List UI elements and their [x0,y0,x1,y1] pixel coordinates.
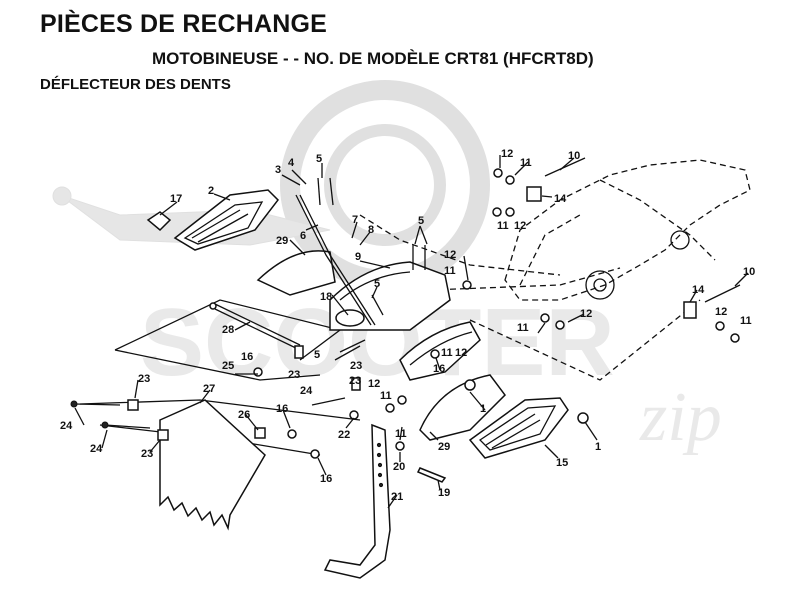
callout-23: 23 [141,448,153,460]
callout-14: 14 [554,193,567,205]
part-wing-nut [146,211,172,232]
callout-12: 12 [455,347,467,359]
callout-11: 11 [380,390,392,402]
ref-line-a [359,214,561,276]
callout-29: 29 [438,441,450,453]
callout-24: 24 [90,443,103,455]
callout-24: 24 [300,385,313,397]
callout-5: 5 [316,153,322,165]
callout-11: 11 [517,322,529,334]
part-hitch-bracket [323,423,391,579]
ref-line-d [114,299,342,361]
callout-10: 10 [568,150,580,162]
callout-12: 12 [501,148,513,160]
callout-5: 5 [418,215,424,227]
callout-14: 14 [692,284,705,296]
callout-23: 23 [138,373,150,385]
part-tine-shield [329,261,451,331]
callout-26: 26 [238,409,250,421]
callout-6: 6 [300,230,306,242]
part-right-shield [468,397,569,459]
callout-16: 16 [276,403,288,415]
part-pin [416,467,447,483]
callout-12: 12 [580,308,592,320]
callout-16: 16 [320,473,332,485]
ref-line-e [114,349,321,381]
callout-11: 11 [740,315,752,327]
callout-11: 11 [497,220,509,232]
part-deflector-bottom [419,374,506,441]
callout-25: 25 [222,360,234,372]
callout-labels: 12 11 10 14 11 12 3 4 5 2 17 6 7 8 5 29 … [60,148,755,503]
model-subtitle: MOTOBINEUSE - - NO. DE MODÈLE CRT81 (HFC… [152,49,594,68]
watermark-dot [52,186,72,206]
part-transmission-housing [504,159,751,301]
callout-5: 5 [314,349,320,361]
section-title: DÉFLECTEUR DES DENTS [40,76,231,93]
callout-16: 16 [433,363,445,375]
callout-4: 4 [288,157,295,169]
ref-line-f [79,399,361,421]
callout-3: 3 [275,164,281,176]
callout-18: 18 [320,291,332,303]
callout-24: 24 [60,420,73,432]
watermark-script: zip [639,379,722,456]
callout-23: 23 [288,369,300,381]
callout-9: 9 [355,251,361,263]
callout-5: 5 [374,278,380,290]
callout-11: 11 [520,157,532,169]
callout-12: 12 [368,378,380,390]
callout-12: 12 [514,220,526,232]
callout-11: 11 [395,428,407,440]
callout-16: 16 [241,351,253,363]
callout-17: 17 [170,193,182,205]
bracket-14a [526,186,542,202]
callout-15: 15 [556,457,568,469]
callout-28: 28 [222,324,234,336]
bracket-14b [683,301,697,319]
ref-line-b [429,267,621,291]
callout-11: 11 [441,347,453,359]
callout-23: 23 [350,360,362,372]
callout-7: 7 [352,214,358,226]
callout-8: 8 [368,224,374,236]
callout-29: 29 [276,235,288,247]
callout-10: 10 [743,266,755,278]
callout-1: 1 [480,403,486,415]
part-flap [159,399,266,531]
part-depth-bar [209,302,301,351]
watermark: SCOOTER zip [52,80,722,456]
callout-23: 23 [349,375,361,387]
watermark-inner-ring [324,124,446,246]
callout-21: 21 [391,491,403,503]
page-title: PIÈCES DE RECHANGE [40,10,327,38]
part-deflector-top [256,250,336,296]
callout-19: 19 [438,487,450,499]
reference-lines [79,214,701,456]
callout-20: 20 [393,461,405,473]
callout-27: 27 [203,383,215,395]
watermark-swoosh [59,194,331,246]
leader-lines [74,155,749,509]
callout-12: 12 [444,249,456,261]
callout-2: 2 [208,185,214,197]
part-rod [299,194,376,326]
hardware-bits [70,157,741,459]
part-left-shield [173,189,279,251]
part-rod-edge [295,194,372,326]
part-rear-shield [399,321,481,381]
callout-12: 12 [715,306,727,318]
callout-22: 22 [338,429,350,441]
callout-1: 1 [595,441,601,453]
callout-11: 11 [444,265,456,277]
ref-line-c [469,299,701,381]
